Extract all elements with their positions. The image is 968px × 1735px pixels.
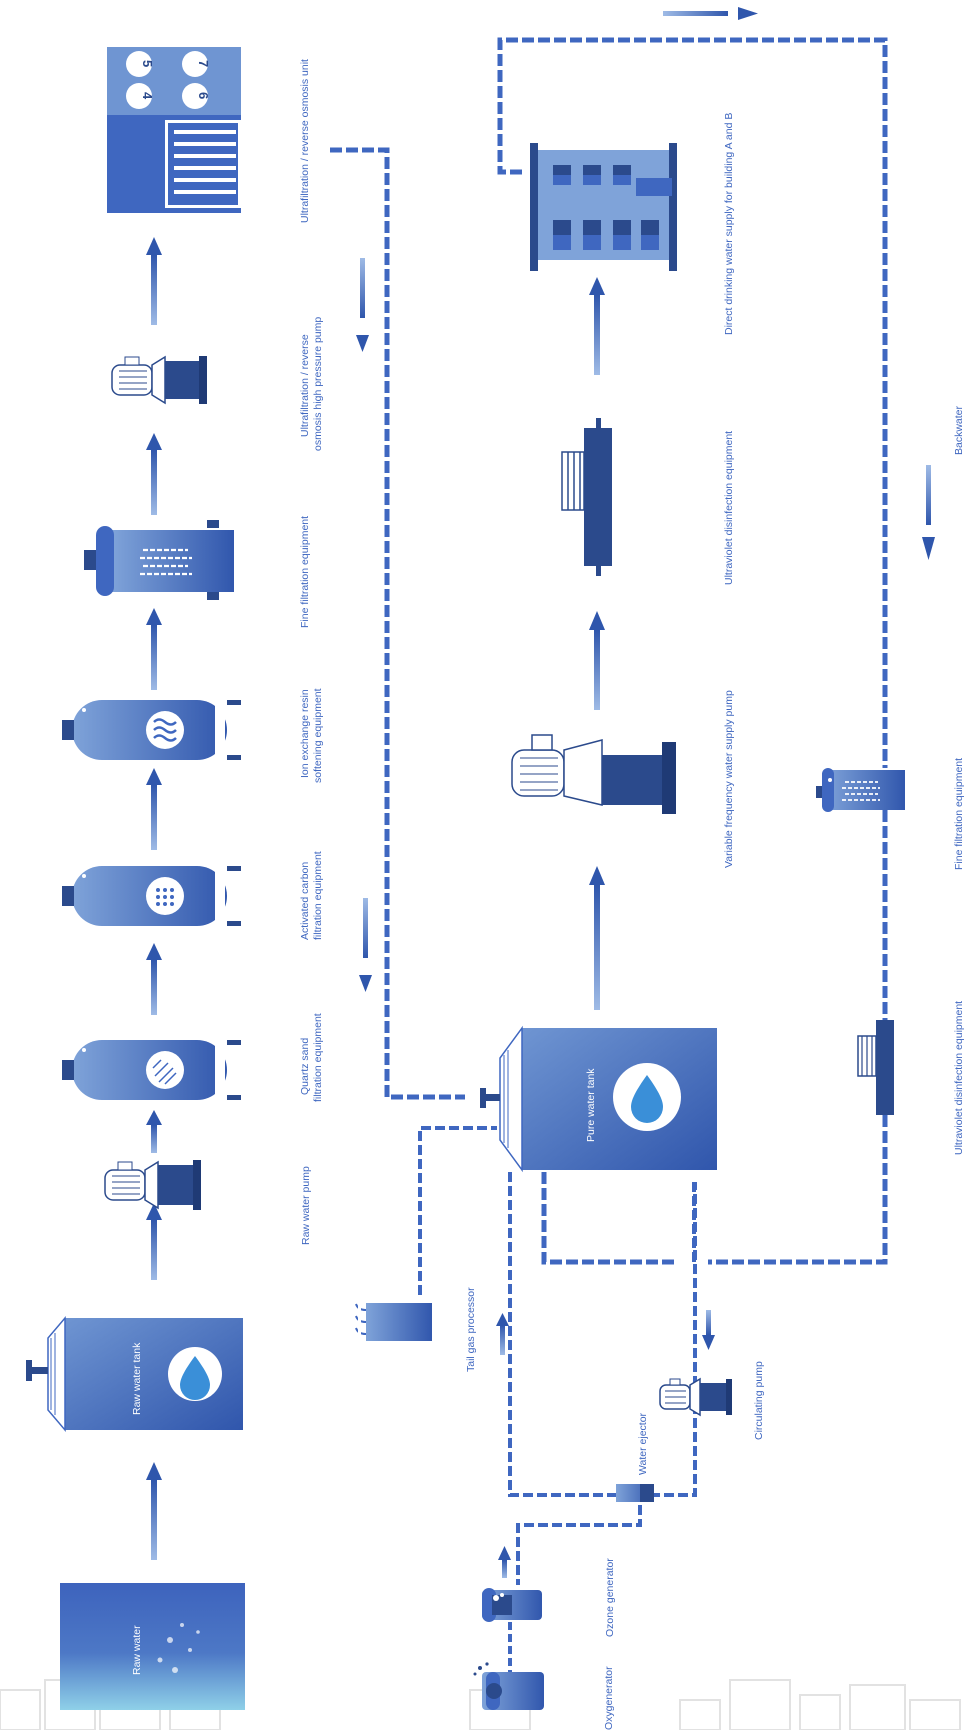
pure-water-tank: Pure water tank: [480, 1025, 717, 1173]
label-vf-pump: Variable frequency water supply pump: [723, 690, 735, 868]
arrow-head: [589, 866, 605, 885]
label-raw-water-pump: Raw water pump: [300, 1166, 312, 1245]
raw-water-tank: Raw water tank: [26, 1315, 243, 1433]
label-circulating-pump: Circulating pump: [753, 1361, 765, 1440]
arrow-head: [359, 975, 372, 992]
tail-gas-processor: [355, 1126, 497, 1345]
oxygenerator: [473, 1622, 544, 1710]
label-hp-pump-line1: Ultrafiltration / reverse: [299, 334, 311, 437]
arrow-up: [594, 885, 600, 1010]
arrow-up: [151, 960, 157, 1015]
label-fine-filtration-return: Fine filtration equipment: [953, 758, 965, 870]
label-fine-filtration: Fine filtration equipment: [299, 516, 311, 628]
arrow-up: [151, 1480, 157, 1560]
arrow-up: [151, 450, 157, 515]
buildings-a-b: [530, 143, 677, 271]
arrow-head: [146, 1462, 162, 1480]
label-quartz-sand-line2: filtration equipment: [312, 1013, 324, 1102]
arrow-head: [589, 277, 605, 295]
panel-number: 7: [196, 60, 211, 67]
arrow-head: [498, 1546, 511, 1560]
arrow-up: [594, 630, 600, 710]
arrow-up: [151, 1220, 157, 1280]
label-water-ejector: Water ejector: [637, 1412, 649, 1475]
arrow-head: [146, 768, 162, 785]
high-pressure-pump: [111, 355, 207, 405]
arrow-head: [589, 611, 605, 630]
arrow-head: [146, 433, 162, 450]
pipe-ozone-loop: [508, 1172, 697, 1585]
raw-water: Raw water: [60, 1583, 245, 1710]
label-quartz-sand-line1: Quartz sand: [299, 1038, 311, 1095]
panel-number: 6: [196, 92, 211, 99]
arrow-head: [146, 1203, 162, 1220]
arrow-down: [706, 1310, 711, 1335]
uv-disinfection-supply: [561, 418, 612, 576]
raw-water-pump: [104, 1160, 201, 1210]
arrow-up: [502, 1560, 507, 1578]
vf-supply-pump: [511, 734, 676, 814]
label-ion-exchange-line1: Ion exchange resin: [299, 689, 311, 778]
circulating-pump: [659, 1377, 732, 1417]
label-uv-disinfection-return: Ultraviolet disinfection equipment: [953, 1001, 965, 1155]
arrow-head: [738, 7, 758, 20]
pure-water-tank-label: Pure water tank: [585, 1068, 597, 1142]
arrow-down: [926, 465, 931, 525]
arrow-head: [922, 537, 935, 560]
label-ion-exchange-line2: softening equipment: [312, 688, 324, 783]
arrow-head: [146, 943, 162, 960]
ozone-generator: [482, 1588, 542, 1622]
arrow-down: [363, 898, 368, 958]
label-tail-gas-processor: Tail gas processor: [465, 1287, 477, 1372]
label-activated-carbon-line1: Activated carbon: [299, 862, 311, 940]
uf-ro-unit: 5 4 7 6: [107, 47, 241, 213]
arrow-head: [356, 335, 369, 352]
water-ejector: [616, 1484, 654, 1502]
arrow-head: [146, 237, 162, 255]
label-oxygenerator: Oxygenerator: [603, 1666, 615, 1730]
pipe-backwater-loop: [497, 37, 888, 1265]
label-direct-drinking: Direct drinking water supply for buildin…: [723, 113, 735, 335]
activated-carbon-filter: [62, 866, 241, 926]
pipe-product-water: [330, 147, 465, 1100]
panel-number: 5: [140, 60, 155, 67]
label-hp-pump-line2: osmosis high pressure pump: [312, 317, 324, 451]
arrow-head: [702, 1335, 715, 1350]
label-ozone-generator: Ozone generator: [604, 1558, 616, 1637]
arrow-head: [146, 1110, 162, 1125]
quartz-sand-filter: [62, 1040, 241, 1100]
raw-water-tank-label: Raw water tank: [131, 1342, 143, 1415]
label-activated-carbon-line2: filtration equipment: [312, 851, 324, 940]
ion-exchange-softener: [62, 700, 241, 760]
arrow-right: [663, 11, 728, 16]
arrow-up: [151, 255, 157, 325]
arrow-up: [500, 1325, 505, 1355]
arrow-up: [151, 1125, 157, 1153]
fine-filtration-equipment: [84, 520, 234, 600]
raw-water-label: Raw water: [131, 1625, 143, 1675]
fine-filtration-return: [816, 768, 905, 812]
label-uv-disinfection: Ultraviolet disinfection equipment: [723, 431, 735, 585]
arrow-up: [151, 625, 157, 690]
label-backwater: Backwater: [953, 405, 965, 455]
arrow-head: [496, 1313, 509, 1326]
arrow-down: [360, 258, 365, 318]
arrow-up: [151, 785, 157, 850]
panel-number: 4: [140, 92, 155, 100]
arrow-head: [146, 608, 162, 625]
label-uf-ro-unit: Ultrafiltration / reverse osmosis unit: [299, 59, 311, 223]
uv-disinfection-return: [857, 1020, 894, 1115]
arrow-up: [594, 295, 600, 375]
